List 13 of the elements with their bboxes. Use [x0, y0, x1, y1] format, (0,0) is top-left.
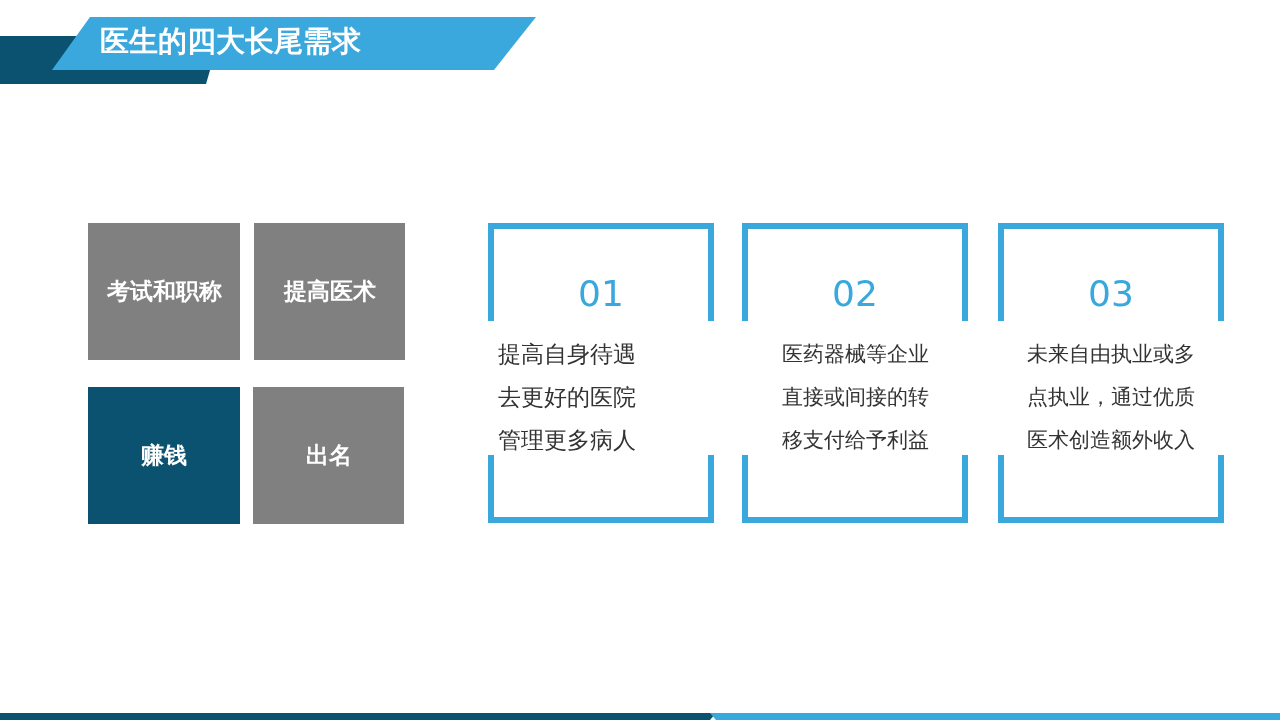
category-tile: 考试和职称 — [88, 223, 240, 360]
description-text: 医药器械等企业直接或间接的转移支付给予利益 — [781, 341, 929, 454]
category-tile: 提高医术 — [254, 223, 405, 360]
description-text: 提高自身待遇 — [497, 340, 637, 369]
step-number: 01 — [577, 273, 625, 314]
description-text: 去更好的医院 — [497, 383, 637, 412]
description-text: 管理更多病人 — [497, 426, 637, 455]
category-tile: 赚钱 — [88, 387, 240, 524]
description-text: 未来自由执业或多点执业，通过优质医术创造额外收入 — [1027, 341, 1195, 454]
category-tile: 出名 — [253, 387, 404, 524]
step-number: 03 — [1087, 273, 1135, 314]
step-number: 02 — [831, 273, 879, 314]
title: 医生的四大长尾需求 — [100, 23, 361, 60]
